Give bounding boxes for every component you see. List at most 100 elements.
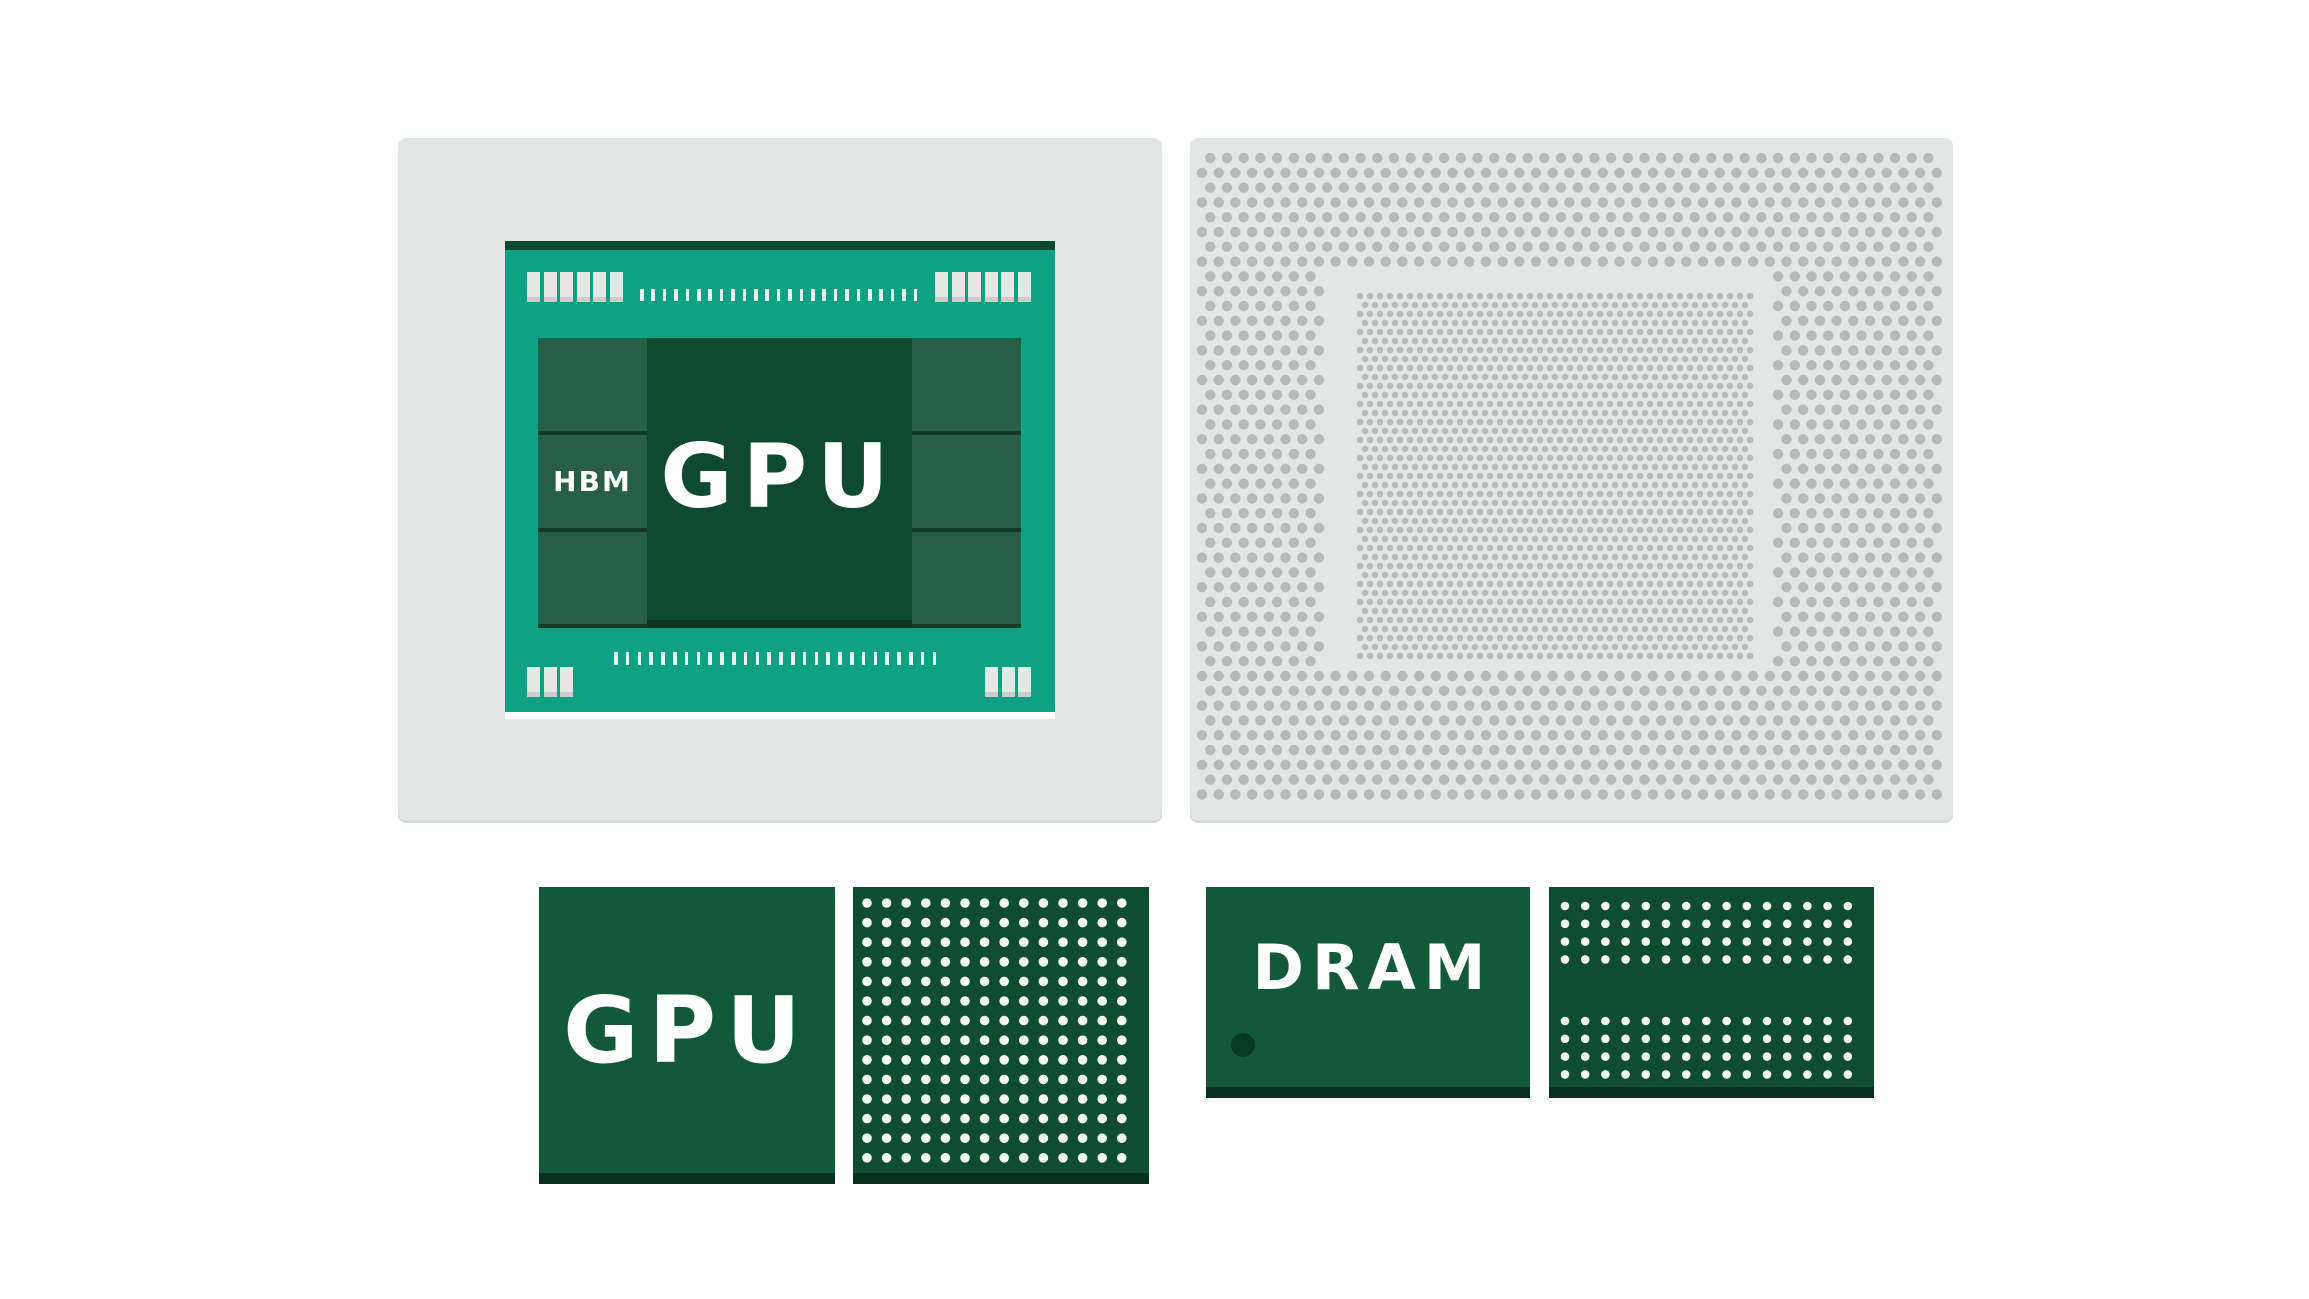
solder-ball bbox=[1606, 634, 1614, 642]
solder-ball bbox=[1881, 670, 1892, 682]
solder-ball bbox=[1702, 901, 1711, 911]
solder-ball bbox=[1856, 212, 1867, 223]
solder-ball bbox=[1839, 448, 1851, 460]
solder-ball bbox=[1381, 499, 1389, 507]
solder-ball bbox=[1621, 409, 1629, 417]
solder-ball bbox=[1731, 445, 1739, 453]
solder-ball bbox=[1914, 759, 1926, 770]
solder-ball bbox=[1736, 490, 1744, 498]
solder-ball bbox=[1117, 1133, 1127, 1143]
solder-ball bbox=[1656, 598, 1664, 606]
solder-ball bbox=[1931, 759, 1942, 770]
solder-ball bbox=[1762, 901, 1772, 911]
solder-ball bbox=[1721, 571, 1729, 579]
solder-ball bbox=[1881, 493, 1892, 504]
solder-ball bbox=[1914, 374, 1926, 386]
solder-ball bbox=[1255, 715, 1266, 726]
solder-ball bbox=[1338, 774, 1350, 785]
solder-ball bbox=[1616, 382, 1624, 390]
solder-ball bbox=[881, 1113, 892, 1124]
solder-ball bbox=[1706, 685, 1717, 696]
solder-ball bbox=[1405, 182, 1416, 193]
dram-chip-ball-grid bbox=[1549, 887, 1874, 1098]
solder-ball bbox=[1714, 759, 1725, 770]
solder-ball bbox=[1361, 643, 1369, 651]
solder-ball bbox=[1455, 152, 1466, 164]
solder-ball bbox=[1456, 436, 1464, 444]
solder-ball bbox=[1839, 596, 1851, 608]
solder-ball bbox=[1456, 490, 1464, 498]
solder-ball bbox=[1622, 744, 1633, 756]
solder-ball bbox=[1313, 286, 1325, 297]
solder-ball bbox=[1686, 580, 1694, 588]
solder-ball bbox=[1746, 418, 1754, 426]
solder-ball bbox=[1864, 670, 1876, 682]
solder-ball bbox=[1848, 641, 1859, 652]
solder-ball bbox=[1471, 445, 1479, 453]
solder-ball bbox=[1506, 652, 1514, 660]
solder-ball bbox=[1196, 789, 1208, 800]
solder-ball bbox=[1601, 901, 1610, 911]
solder-ball bbox=[1019, 996, 1029, 1006]
solder-ball bbox=[1856, 685, 1867, 696]
solder-ball bbox=[1666, 346, 1674, 354]
solder-ball bbox=[1576, 436, 1584, 444]
solder-ball bbox=[1661, 589, 1669, 597]
solder-ball bbox=[1641, 571, 1649, 579]
solder-ball bbox=[1580, 197, 1592, 208]
solder-ball bbox=[1371, 589, 1379, 597]
solder-ball bbox=[1355, 744, 1366, 756]
solder-ball bbox=[1586, 382, 1594, 390]
solder-ball bbox=[1586, 598, 1594, 606]
pad-tick bbox=[649, 652, 653, 665]
solder-ball bbox=[1666, 436, 1674, 444]
solder-ball bbox=[1263, 552, 1274, 563]
solder-ball bbox=[1322, 774, 1333, 785]
solder-ball bbox=[1814, 226, 1826, 238]
solder-ball bbox=[1213, 700, 1224, 711]
solder-ball bbox=[1396, 526, 1404, 534]
solder-ball bbox=[1255, 330, 1266, 341]
solder-ball bbox=[1756, 685, 1767, 696]
solder-ball bbox=[1711, 319, 1719, 327]
solder-ball bbox=[1716, 508, 1724, 516]
solder-ball bbox=[960, 957, 970, 967]
solder-ball bbox=[1606, 508, 1614, 516]
solder-ball bbox=[1436, 544, 1444, 552]
solder-ball bbox=[1661, 1070, 1671, 1079]
solder-ball bbox=[1213, 522, 1224, 534]
solder-ball bbox=[1421, 481, 1429, 489]
solder-ball bbox=[1716, 616, 1724, 624]
solder-ball bbox=[921, 996, 931, 1006]
solder-ball bbox=[1521, 427, 1529, 435]
solder-ball bbox=[1361, 553, 1369, 561]
solder-ball bbox=[940, 1074, 951, 1085]
solder-ball bbox=[1864, 611, 1876, 622]
solder-ball bbox=[1436, 562, 1444, 570]
solder-ball bbox=[1058, 1015, 1068, 1026]
solder-ball bbox=[1671, 589, 1679, 597]
solder-ball bbox=[1726, 346, 1734, 354]
solder-ball bbox=[1789, 419, 1800, 430]
solder-ball bbox=[1356, 562, 1364, 570]
solder-ball bbox=[1580, 1070, 1590, 1079]
solder-ball bbox=[1313, 522, 1325, 534]
solder-ball bbox=[1881, 226, 1892, 238]
solder-ball bbox=[1466, 580, 1474, 588]
solder-ball bbox=[1438, 152, 1450, 164]
solder-ball bbox=[1605, 241, 1617, 252]
solder-ball bbox=[1441, 589, 1449, 597]
solder-ball bbox=[1814, 404, 1826, 415]
solder-ball bbox=[1322, 685, 1333, 696]
solder-ball bbox=[1246, 315, 1258, 326]
solder-ball bbox=[1856, 360, 1867, 371]
solder-ball bbox=[1426, 526, 1434, 534]
solder-ball bbox=[1782, 1016, 1792, 1026]
solder-ball bbox=[881, 976, 892, 987]
solder-ball bbox=[1576, 328, 1584, 336]
solder-ball bbox=[1436, 310, 1444, 318]
solder-ball bbox=[1556, 454, 1564, 462]
solder-ball bbox=[1481, 301, 1489, 309]
solder-ball bbox=[1097, 1074, 1107, 1085]
solder-ball bbox=[1280, 789, 1291, 800]
